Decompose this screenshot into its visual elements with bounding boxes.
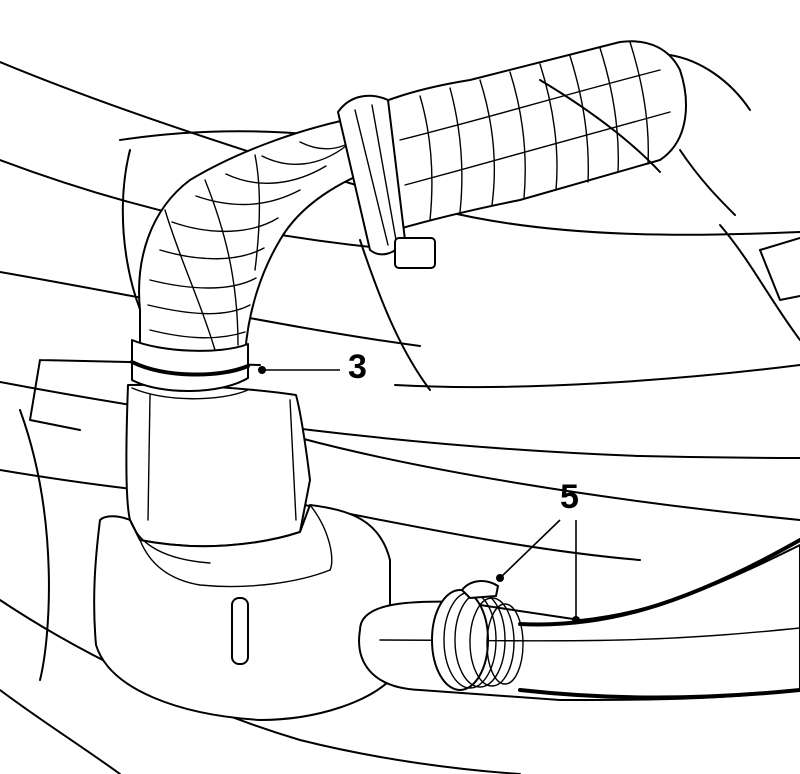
upper-intake-hose (130, 40, 687, 400)
leader-dot-clamp-lower-a (496, 574, 504, 582)
callout-leaders (258, 366, 580, 624)
callout-clamp-upper: 3 (348, 348, 367, 386)
air-box-housing (93, 383, 391, 721)
leader-dot-clamp-lower-b (572, 616, 580, 624)
hose-coupling-flange (337, 94, 436, 269)
callout-clamp-lower: 5 (560, 478, 579, 516)
hose-corrugations (147, 41, 671, 351)
hose-clamp-lower (431, 580, 524, 691)
lower-hose (358, 538, 800, 701)
leader-dot-clamp-upper (258, 366, 266, 374)
leader-clamp-lower-a (499, 519, 561, 579)
hose-clamp-upper (130, 339, 250, 400)
